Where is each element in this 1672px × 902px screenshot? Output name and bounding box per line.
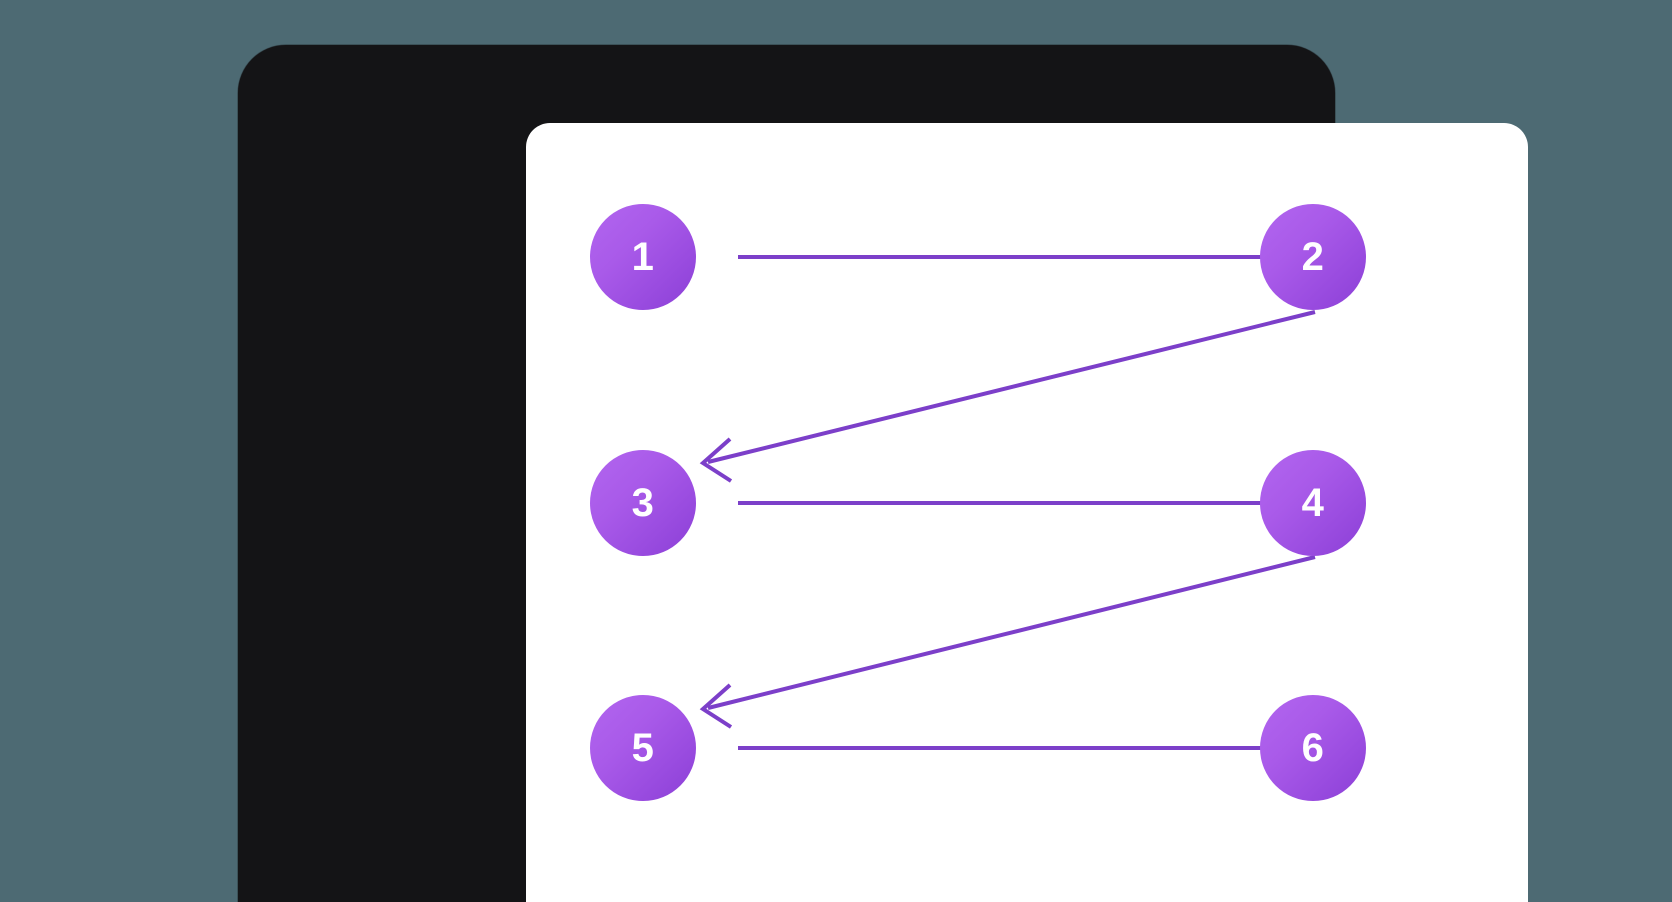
node-5[interactable]: 5 — [590, 695, 696, 801]
edge-3-4 — [738, 483, 1319, 523]
node-label-6: 6 — [1301, 726, 1325, 770]
edge-4-5 — [699, 555, 1316, 729]
node-6[interactable]: 6 — [1260, 695, 1366, 801]
node-label-5: 5 — [631, 726, 655, 770]
device-screen: 1 2 3 4 5 6 — [526, 123, 1528, 902]
node-label-3: 3 — [631, 481, 655, 525]
edge-5-6 — [738, 728, 1319, 768]
node-label-4: 4 — [1301, 481, 1325, 525]
diagram-canvas: 1 2 3 4 5 6 — [526, 123, 1528, 902]
node-label-2: 2 — [1301, 235, 1325, 279]
device-bezel: 1 2 3 4 5 6 — [238, 45, 1528, 902]
node-label-1: 1 — [631, 235, 655, 279]
node-3[interactable]: 3 — [590, 450, 696, 556]
edge-1-2 — [738, 237, 1319, 277]
node-2[interactable]: 2 — [1260, 204, 1366, 310]
node-4[interactable]: 4 — [1260, 450, 1366, 556]
node-1[interactable]: 1 — [590, 204, 696, 310]
edge-2-3 — [699, 310, 1316, 483]
